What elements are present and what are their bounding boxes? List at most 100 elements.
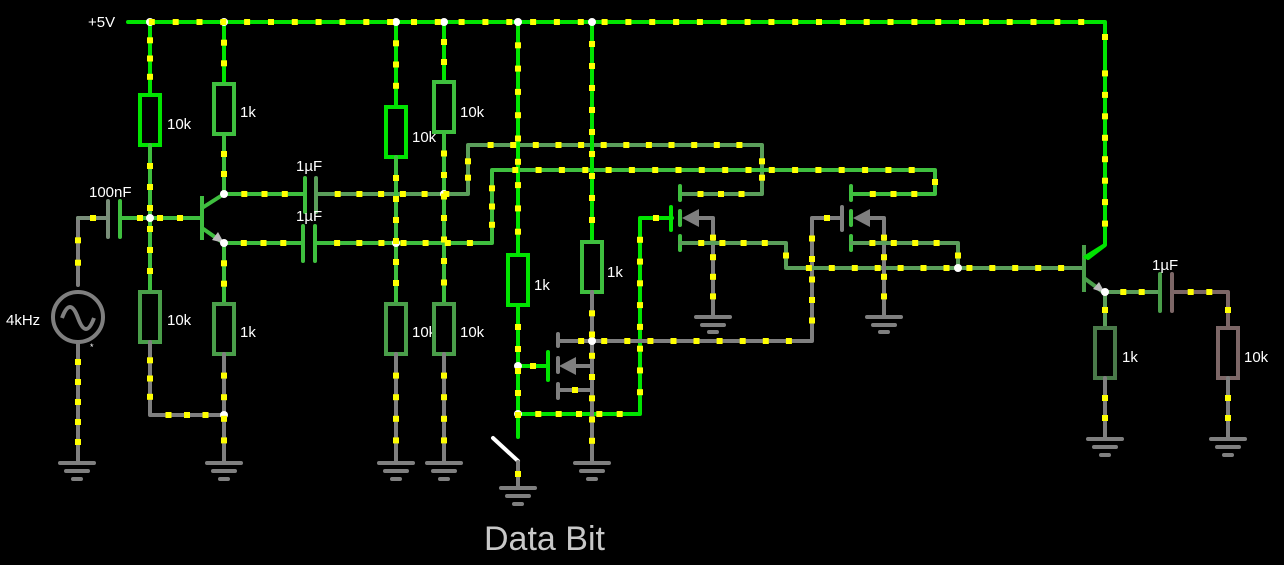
current-dot: [589, 107, 595, 113]
npn-transistor-1[interactable]: [200, 192, 226, 244]
current-dot: [589, 195, 595, 201]
npn-transistor-2[interactable]: [1082, 243, 1107, 294]
resistor-load[interactable]: [1216, 326, 1240, 380]
current-dot: [148, 19, 155, 25]
current-dot: [716, 338, 723, 344]
current-dot: [334, 191, 341, 197]
current-dot: [553, 19, 560, 25]
current-dot: [645, 142, 652, 148]
current-dot: [393, 280, 399, 286]
current-dot: [675, 167, 682, 173]
ac-source[interactable]: [51, 216, 105, 464]
data-bit-switch[interactable]: [491, 436, 537, 506]
current-dot: [869, 240, 876, 246]
current-dot: [762, 338, 769, 344]
current-dot: [1225, 395, 1231, 401]
resistor-divider-2-top[interactable]: [432, 80, 456, 134]
current-dot: [147, 268, 153, 274]
current-dot: [670, 338, 677, 344]
current-dot: [1102, 113, 1108, 120]
current-dot: [989, 265, 996, 271]
current-dot: [809, 256, 815, 262]
current-dot: [691, 142, 698, 148]
current-dot: [339, 19, 346, 25]
resistor-divider-2-bottom[interactable]: [432, 302, 456, 356]
resistor-emitter[interactable]: [212, 302, 236, 356]
current-dot: [1187, 289, 1194, 295]
current-dot: [378, 191, 385, 197]
current-dot: [489, 221, 495, 228]
current-dot: [393, 40, 399, 47]
current-dot: [363, 19, 370, 25]
resistor-inverter-pullup[interactable]: [580, 240, 604, 294]
current-dot: [441, 437, 447, 444]
current-dot: [881, 254, 887, 261]
current-dot: [862, 167, 869, 173]
current-dot: [698, 167, 705, 173]
current-dot: [697, 191, 704, 197]
current-dot: [722, 167, 729, 173]
current-dot: [1225, 415, 1231, 421]
current-dot: [515, 158, 521, 165]
current-dot: [221, 415, 227, 422]
current-dot: [718, 191, 724, 197]
current-dot: [515, 390, 521, 396]
resistor-divider-1-top[interactable]: [384, 105, 408, 159]
current-dot: [515, 65, 521, 72]
resistor-follower-emitter[interactable]: [1093, 326, 1117, 380]
ground-symbol: [1086, 437, 1124, 457]
current-dot: [421, 191, 428, 197]
resistor-bias-bottom[interactable]: [138, 290, 162, 344]
current-dot: [515, 42, 521, 49]
current-dot: [890, 191, 897, 197]
current-dot: [441, 415, 447, 422]
current-dot: [637, 367, 643, 374]
resistor-divider-1-bottom[interactable]: [384, 302, 408, 356]
current-dot: [411, 19, 417, 25]
mosfet-switch-2[interactable]: [840, 184, 960, 318]
current-dot: [744, 19, 751, 25]
current-dot: [393, 238, 399, 244]
current-dot: [399, 191, 406, 197]
ground-symbol: [865, 315, 903, 334]
current-dot: [637, 302, 643, 309]
current-dot: [244, 19, 251, 25]
current-dot: [75, 237, 81, 244]
current-dot: [1120, 289, 1127, 295]
current-dot: [647, 338, 654, 344]
current-dot: [356, 240, 363, 246]
current-dot: [863, 19, 870, 25]
current-dot: [881, 234, 887, 241]
current-dot: [943, 265, 950, 271]
current-dot: [874, 265, 881, 271]
current-dot: [649, 19, 656, 25]
current-dot: [400, 240, 407, 246]
resistor-collector[interactable]: [212, 82, 236, 136]
current-dot: [558, 167, 565, 173]
current-dot: [466, 240, 473, 246]
current-dot: [768, 19, 775, 25]
current-dot: [441, 172, 447, 178]
current-dot: [489, 185, 495, 192]
current-dot: [220, 19, 227, 25]
current-dot: [530, 363, 536, 369]
coupling-capacitor-1-label: 1µF: [296, 158, 322, 175]
current-dot: [589, 416, 595, 423]
current-dot: [589, 374, 595, 380]
current-dot: [589, 41, 595, 47]
current-dot: [959, 19, 965, 25]
current-dot: [393, 217, 399, 223]
resistor-switch-pullup[interactable]: [506, 253, 530, 307]
current-dot: [768, 167, 775, 173]
mosfet-switch-1[interactable]: [669, 184, 1086, 318]
resistor-bias-top[interactable]: [138, 93, 162, 147]
supply-label: +5V: [88, 14, 115, 31]
current-dot: [912, 240, 919, 246]
current-dot: [1102, 415, 1108, 421]
current-dot: [444, 240, 451, 246]
source-frequency-label: 4kHz: [6, 312, 40, 329]
source-marker: *: [90, 342, 94, 352]
current-dot: [887, 19, 894, 25]
current-dot: [441, 258, 447, 264]
